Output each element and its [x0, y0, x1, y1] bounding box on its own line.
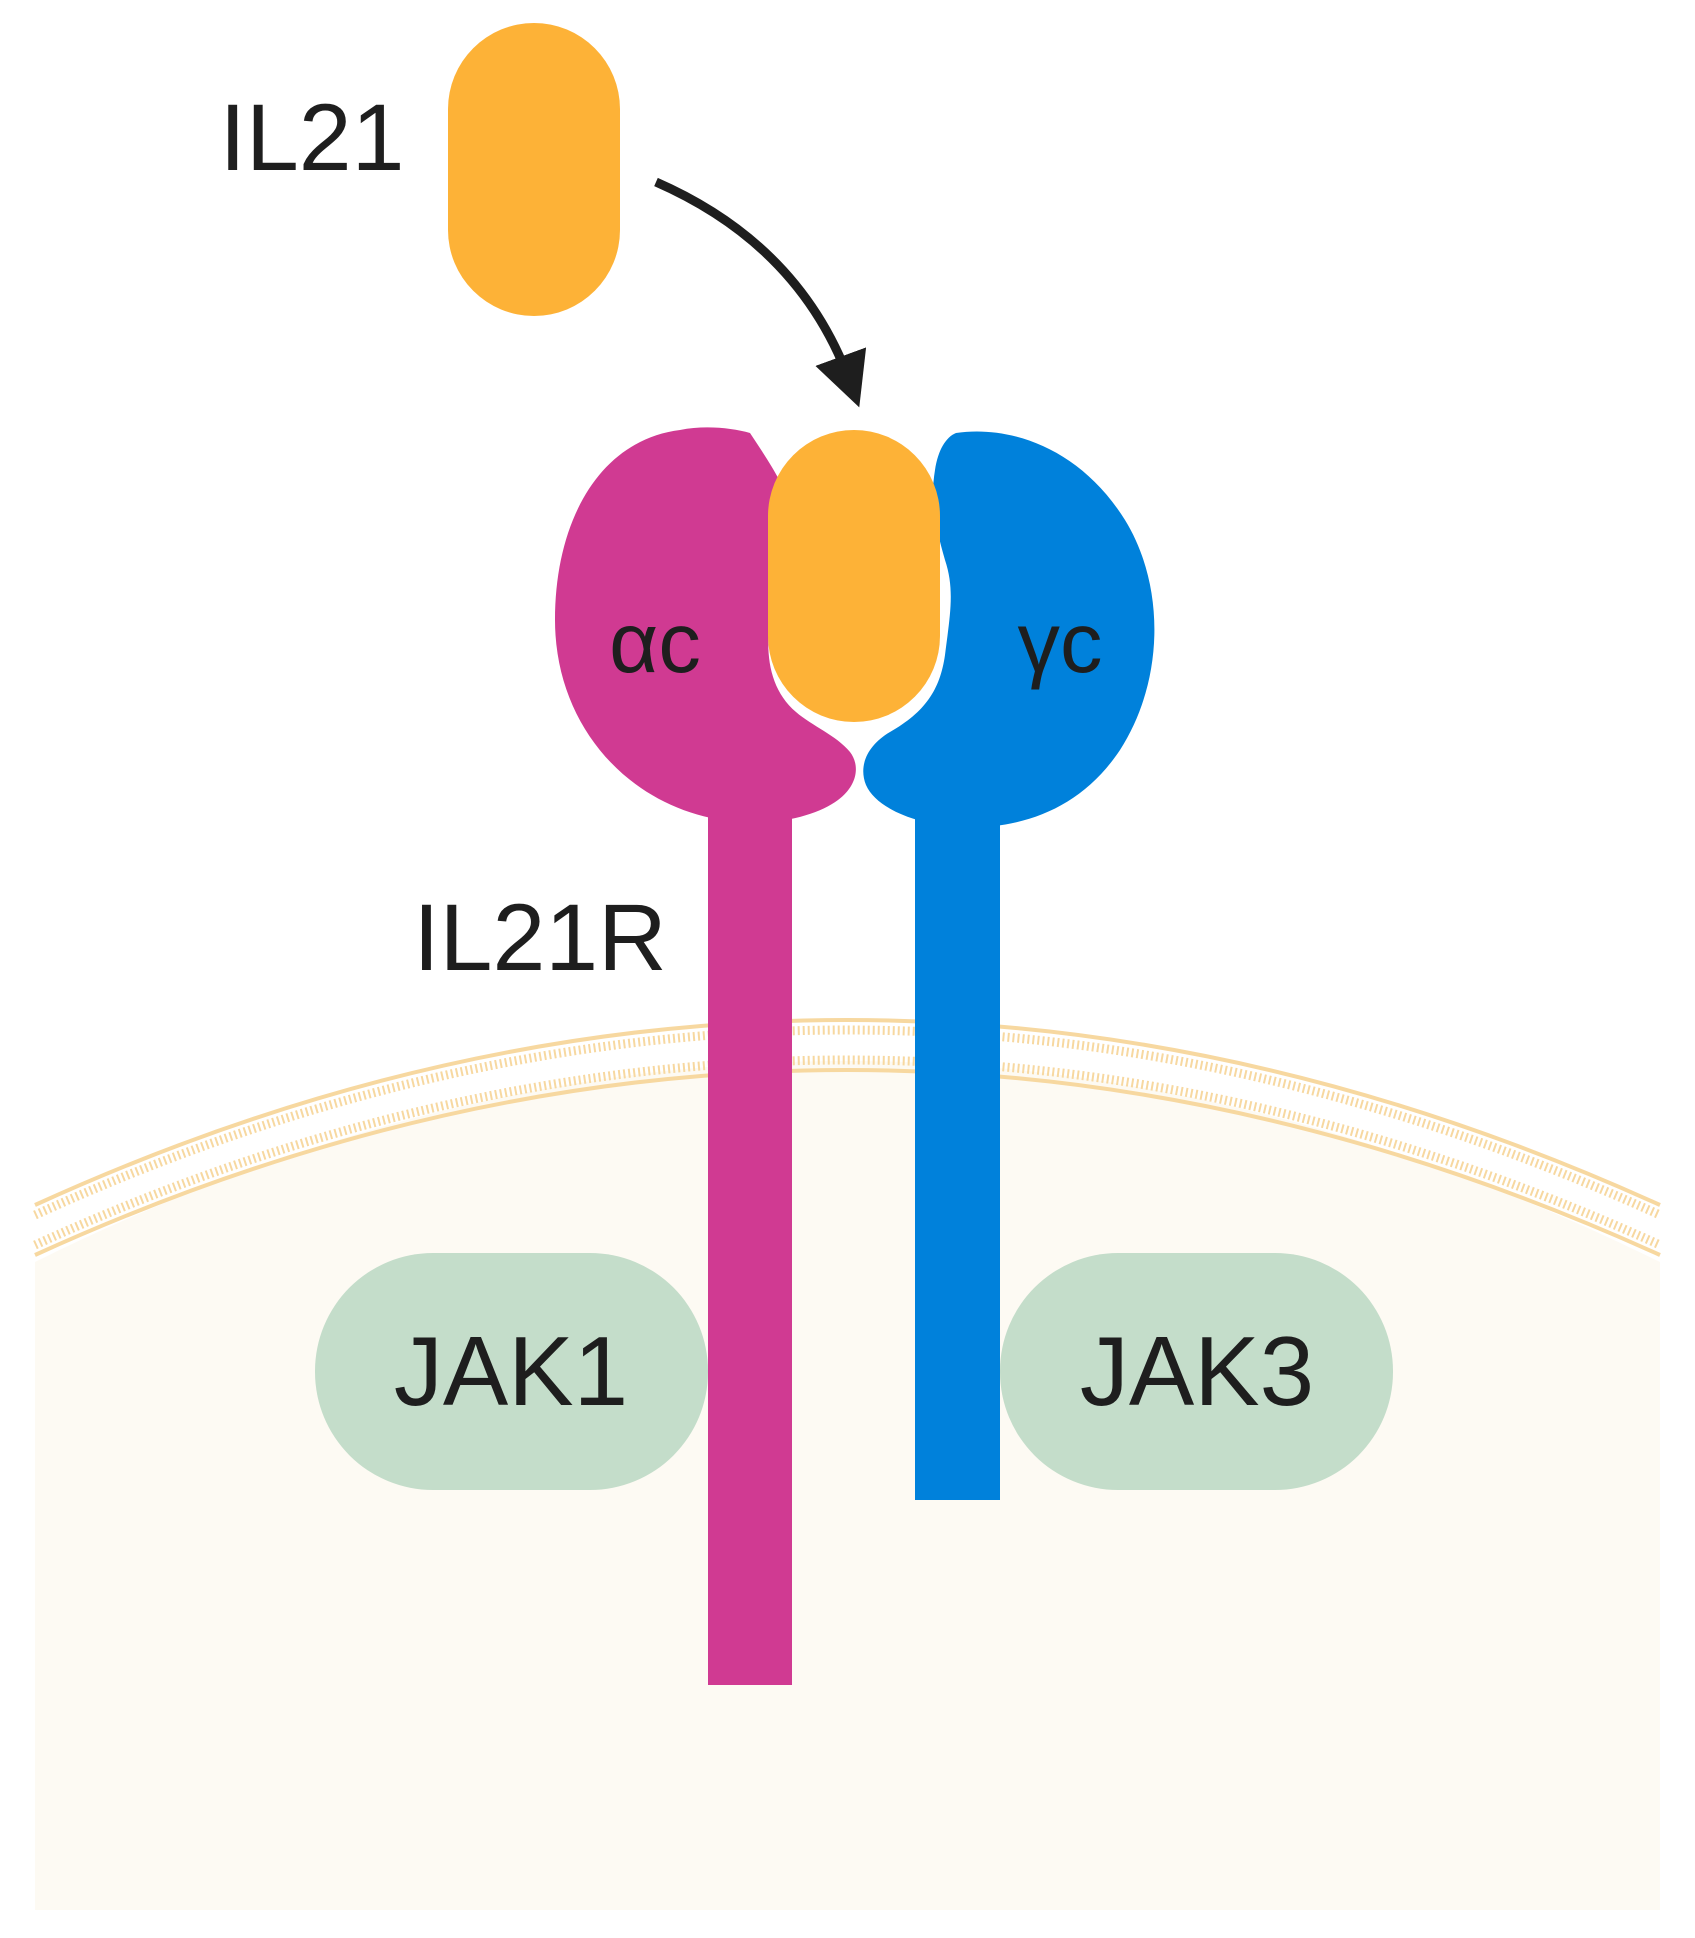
- jak3-label: JAK3: [1080, 1316, 1314, 1426]
- alpha-chain-label: αc: [609, 596, 701, 691]
- il21-ligand-free: [448, 23, 620, 316]
- binding-arrow: [654, 177, 867, 408]
- jak3-kinase: [1000, 1253, 1393, 1490]
- jak1-label: JAK1: [394, 1316, 628, 1426]
- il21-label: IL21: [220, 85, 405, 191]
- gamma-chain-head: [863, 431, 1155, 828]
- il21-ligand-bound: [768, 430, 940, 722]
- cell-membrane: [33, 1018, 1662, 1257]
- cytoplasm: [35, 1061, 1660, 1910]
- jak1-kinase: [315, 1253, 708, 1490]
- il21r-label: IL21R: [413, 885, 667, 991]
- gamma-chain-stalk: [915, 805, 1000, 1500]
- gamma-chain-label: γc: [1018, 596, 1103, 691]
- alpha-chain-stalk: [708, 800, 792, 1685]
